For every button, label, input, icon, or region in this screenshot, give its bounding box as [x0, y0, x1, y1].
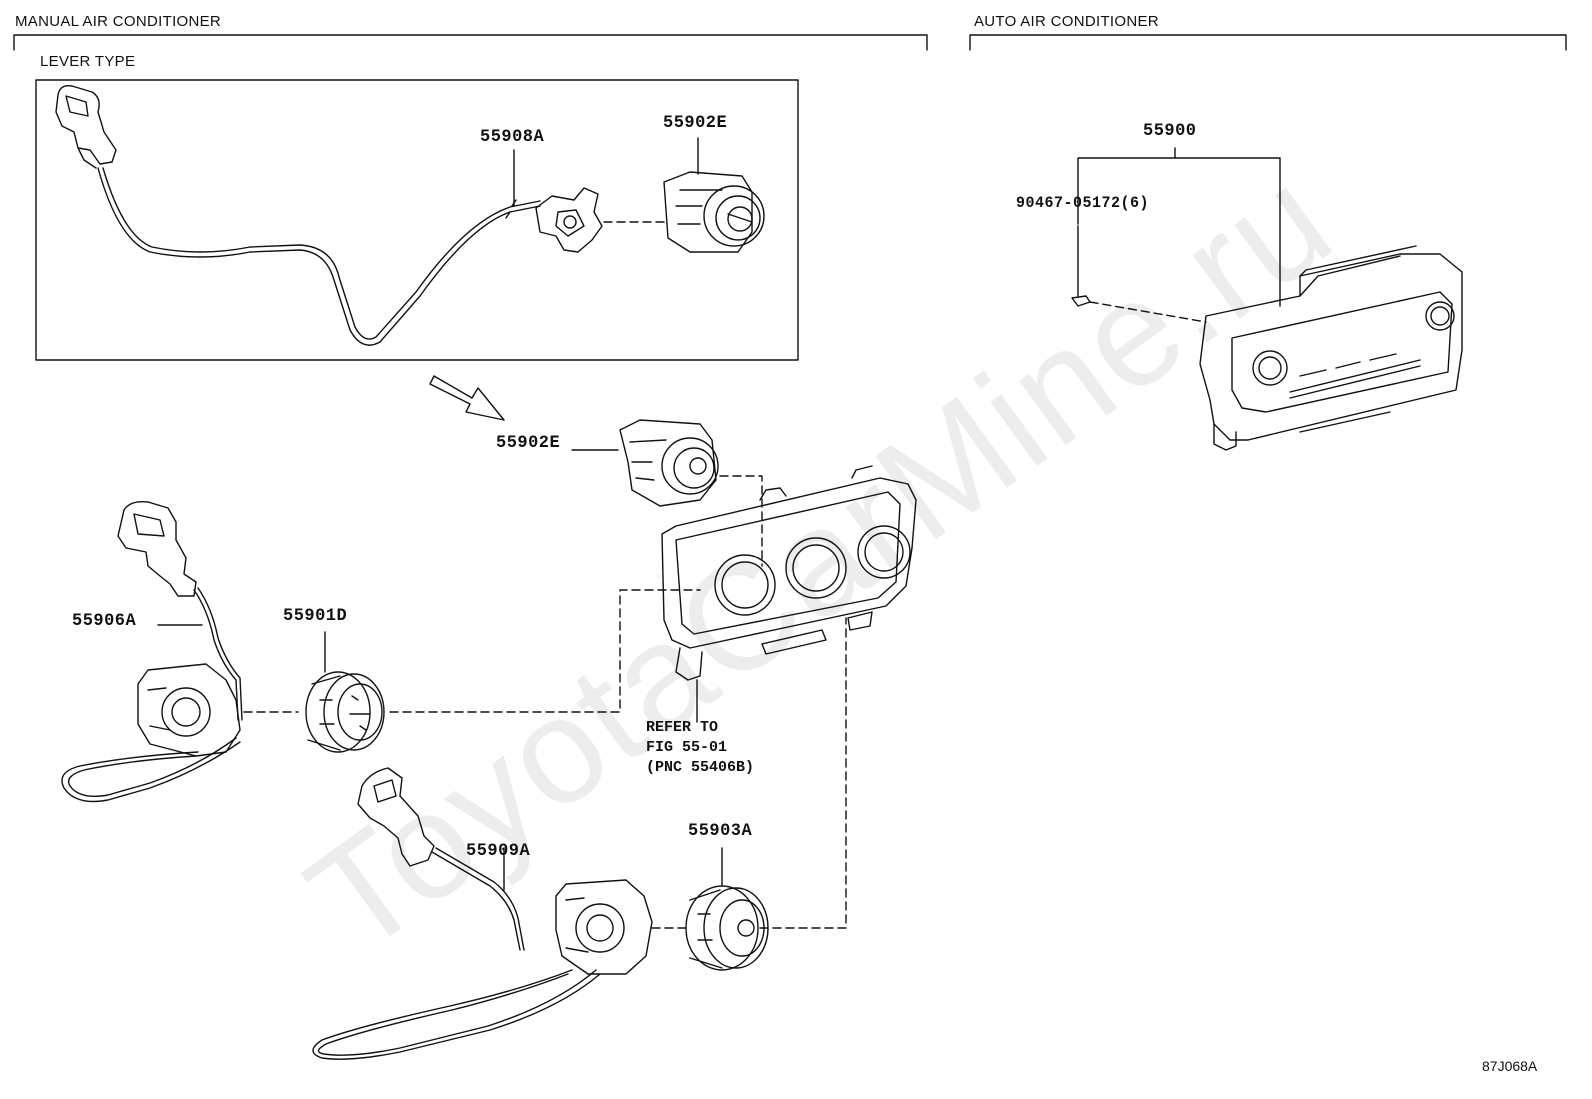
auto-ac-control-unit [1199, 245, 1463, 451]
part-label-90467-05172[interactable]: 90467-05172(6) [1016, 194, 1150, 213]
reference-line-2: FIG 55-01 [646, 739, 728, 756]
leader-55900-bracket [1077, 147, 1281, 307]
part-label-55903A[interactable]: 55903A [688, 821, 753, 842]
lever-cable [97, 167, 541, 346]
lever-type-header: LEVER TYPE [40, 53, 136, 70]
manual-ac-header: MANUAL AIR CONDITIONER [15, 13, 222, 30]
dash-55902E-panel [719, 475, 763, 567]
lever-type-box [35, 79, 799, 361]
part-55909A-base [555, 879, 653, 975]
part-label-55902E-top[interactable]: 55902E [663, 113, 728, 134]
clip-90467-icon [1071, 295, 1091, 307]
reference-line-3: (PNC 55406B) [646, 759, 755, 776]
dash-clip-unit [1089, 301, 1207, 323]
hvac-control-panel [661, 465, 917, 681]
lever-connector-top-left [55, 85, 117, 169]
part-55908A-shape [505, 187, 603, 253]
auto-ac-header: AUTO AIR CONDITIONER [974, 13, 1159, 30]
dash-55901D-panel [389, 589, 701, 713]
part-label-55906A[interactable]: 55906A [72, 611, 137, 632]
part-55906A-cable [193, 587, 243, 721]
part-55909A-cable [431, 847, 525, 951]
auto-section-bracket [969, 34, 1567, 51]
part-label-55901D[interactable]: 55901D [283, 606, 348, 627]
part-label-55902E-mid[interactable]: 55902E [496, 433, 561, 454]
part-55901D-shape [305, 671, 385, 753]
arrow-icon [429, 375, 505, 421]
part-55906A-lower-cable [61, 737, 241, 803]
part-55909A-lower-cable [312, 969, 601, 1060]
reference-line-1: REFER TO [646, 719, 719, 736]
diagram-code: 87J068A [1482, 1058, 1538, 1074]
reference-note: REFER TO FIG 55-01 (PNC 55406B) [646, 718, 754, 778]
manual-section-bracket [13, 34, 928, 51]
part-55906A-base [137, 663, 241, 757]
part-label-55909A[interactable]: 55909A [466, 841, 531, 862]
part-55909A-connector [357, 767, 435, 867]
part-55906A-connector [117, 500, 197, 597]
part-55902E-top-shape [663, 171, 765, 253]
part-label-55908A[interactable]: 55908A [480, 127, 545, 148]
part-label-55900[interactable]: 55900 [1143, 121, 1197, 142]
dash-55903A-panel [759, 617, 847, 929]
part-55903A-shape [685, 885, 769, 971]
part-55902E-mid-shape [619, 419, 719, 507]
